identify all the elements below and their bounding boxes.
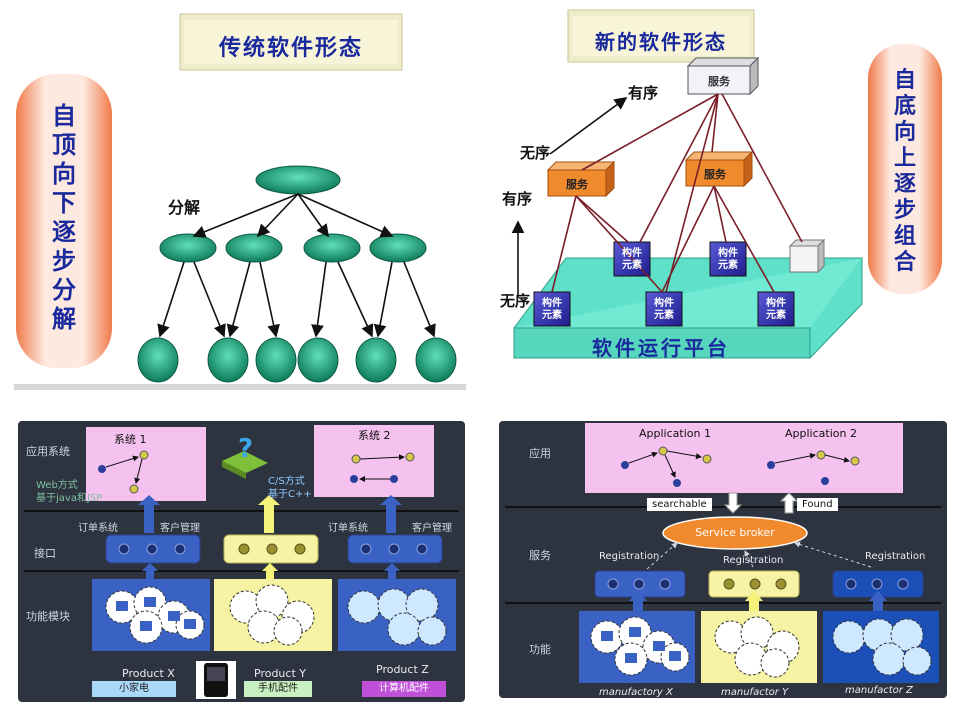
order-system-label-1: 订单系统 [78, 519, 118, 534]
ordered-label-top: 有序 [628, 82, 658, 103]
manufactor-z-label: manufactor Z [845, 685, 913, 696]
integration-diagram: ? [18, 421, 465, 702]
searchable-label: searchable [647, 498, 712, 511]
row-label-application: 应用 [529, 445, 551, 461]
bottom-up-banner-text: 自底向上 逐步组合 [888, 68, 922, 276]
product-z-label: Product Z [376, 663, 429, 676]
order-system-label-2: 订单系统 [328, 519, 368, 534]
row-label-app: 应用系统 [26, 443, 70, 459]
registration-label-3: Registration [865, 551, 925, 562]
service-label-left: 服务 [548, 176, 606, 192]
registration-label-2: Registration [723, 555, 783, 566]
found-label: Found [797, 498, 838, 511]
row-label-function: 功能 [529, 641, 551, 657]
traditional-software-panel: 传统软件形态 自顶向下 逐步分解 分解 [14, 10, 466, 390]
unordered-label-left: 无序 [500, 290, 530, 311]
svg-text:?: ? [238, 434, 253, 464]
component-label: 构件元素 [710, 248, 746, 272]
customer-mgmt-label-2: 客户管理 [412, 519, 452, 534]
web-mode-label: Web方式基于java和JSP [36, 479, 102, 505]
application-2-label: Application 2 [785, 427, 857, 440]
manufactor-y-label: manufactor Y [721, 687, 788, 698]
manufactory-x-label: manufactory X [599, 687, 673, 698]
component-label: 构件元素 [646, 298, 682, 322]
product-x-label: Product X [122, 667, 175, 680]
tag-computer-accessories: 计算机配件 [362, 681, 446, 697]
cs-mode-label: C/S方式基于C++ [268, 475, 312, 501]
new-software-panel: 新的软件形态 自底向上 逐步组合 有序 无序 有序 无序 服务 服务 服务 软件… [496, 6, 962, 390]
service-label-right: 服务 [686, 166, 744, 182]
top-service-label: 服务 [688, 73, 750, 89]
customer-mgmt-label-1: 客户管理 [160, 519, 200, 534]
application-1-label: Application 1 [639, 427, 711, 440]
service-broker-panel: 应用 服务 功能 Application 1 Application 2 sea… [499, 421, 947, 698]
system1-label: 系统 1 [114, 431, 147, 447]
component-label: 构件元素 [614, 248, 650, 272]
component-label: 构件元素 [534, 298, 570, 322]
row-label-service: 服务 [529, 547, 551, 563]
traditional-title: 传统软件形态 [184, 30, 398, 62]
component-label: 构件元素 [758, 298, 794, 322]
product-y-label: Product Y [254, 667, 306, 680]
system2-label: 系统 2 [358, 427, 391, 443]
service-broker-label: Service broker [663, 526, 807, 539]
row-label-module: 功能模块 [26, 608, 70, 624]
decompose-label: 分解 [168, 194, 200, 218]
top-down-banner-text: 自顶向下 逐步分解 [46, 102, 82, 334]
new-title: 新的软件形态 [572, 26, 750, 55]
tag-phone-accessories: 手机配件 [244, 681, 312, 697]
system-integration-panel: ? [18, 421, 465, 702]
platform-label: 软件运行平台 [556, 332, 766, 361]
tag-small-appliance: 小家电 [92, 681, 176, 697]
unordered-label-top: 无序 [520, 142, 550, 163]
row-label-interface: 接口 [34, 545, 56, 561]
registration-label-1: Registration [599, 551, 659, 562]
ordered-label-left: 有序 [502, 188, 532, 209]
